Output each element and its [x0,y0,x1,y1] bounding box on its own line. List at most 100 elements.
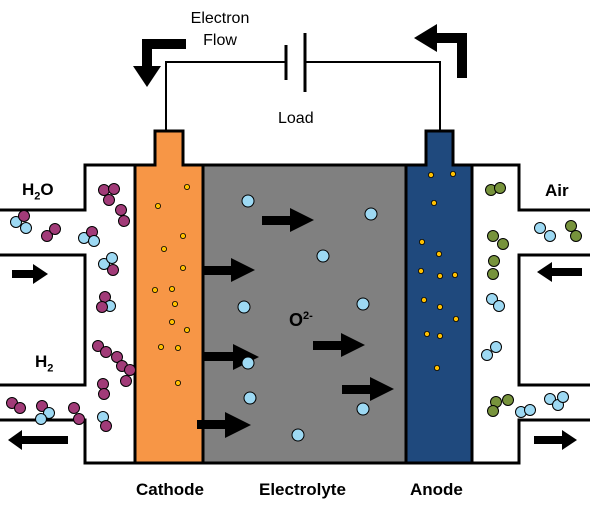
gas-molecule-atom [100,346,112,358]
gas-molecule-atom [120,375,132,387]
electron-dot [168,318,175,325]
h2o-label-base: H [22,180,35,199]
gas-molecule-atom [73,413,85,425]
gas-molecule-atom [557,391,569,403]
particle-layer [6,170,582,442]
gas-molecule-atom [565,220,577,232]
oxide-ion-particle [241,356,255,370]
electron-dot [183,183,190,190]
electron-dot [435,250,442,257]
cathode-layer [133,129,205,465]
electron-dot [449,170,456,177]
gas-molecule-atom [108,183,120,195]
h2o-label-tail: O [40,180,54,199]
gas-molecule-atom [103,194,115,206]
gas-molecule-atom [534,222,546,234]
electron-dot [168,285,175,292]
gas-molecule-atom [497,238,509,250]
oxide-ion-particle [364,207,378,221]
electron-dot [171,300,178,307]
gas-molecule-atom [544,393,556,405]
electron-dot [157,343,164,350]
electron-dot [174,344,181,351]
electron-dot [452,315,459,322]
gas-molecule-atom [35,413,47,425]
oxide-ion-label: O2- [289,310,313,331]
electron-dot [179,264,186,271]
oxide-ion-particle [291,428,305,442]
gas-molecule-atom [96,301,108,313]
electron-flow-arrow-left [133,39,186,87]
gas-molecule-atom [41,230,53,242]
gas-molecule-atom [107,264,119,276]
gas-molecule-atom [100,420,112,432]
electron-dot [174,379,181,386]
gas-molecule-atom [43,407,55,419]
electron-flow-label-line2: Flow [203,32,237,49]
gas-molecule-atom [10,216,22,228]
gas-molecule-atom [502,394,514,406]
gas-molecule-atom [487,268,499,280]
electron-dot [436,272,443,279]
electron-dot [183,326,190,333]
electrolyte-label: Electrolyte [259,480,346,499]
gas-molecule-atom [481,349,493,361]
gas-molecule-atom [493,300,505,312]
gas-molecule-atom [118,215,130,227]
anode-label: Anode [410,480,463,499]
gas-molecule-atom [18,210,30,222]
electron-dot [427,171,434,178]
ion-arrow [342,377,394,401]
electron-flow-label-line1: Electron [190,10,250,27]
oxide-ion-particle [241,194,255,208]
gas-molecule-atom [494,182,506,194]
gas-molecule-atom [36,400,48,412]
gas-molecule-atom [488,255,500,267]
gas-molecule-atom [88,235,100,247]
h2-outlet-arrow [8,430,68,450]
gas-molecule-atom [92,340,104,352]
gas-molecule-atom [544,230,556,242]
ion-arrow [262,208,314,232]
oxide-ion-base: O [289,310,304,330]
gas-molecule-atom [115,204,127,216]
right-gas-chamber [472,163,590,465]
gas-molecule-atom [20,222,32,234]
h2-label-sub: 2 [47,362,54,375]
gas-molecule-atom [49,223,61,235]
gas-molecule-atom [487,230,499,242]
gas-molecule-atom [97,378,109,390]
gas-molecule-atom [68,402,80,414]
external-circuit-wire [165,61,441,131]
electron-dot [433,364,440,371]
oxide-ion-particle [316,249,330,263]
oxide-ion-sup: 2- [303,310,313,322]
electron-flow-arrow-right [414,24,467,78]
gas-molecule-atom [487,405,499,417]
electron-dot [418,238,425,245]
oxide-ion-particle [237,300,251,314]
gas-molecule-atom [490,341,502,353]
gas-molecule-atom [111,351,123,363]
gas-molecule-atom [98,184,110,196]
h2o-label-sub: 2 [34,190,41,203]
electron-dot [451,271,458,278]
electron-dot [430,199,437,206]
electron-flow-label: Electron Flow [185,8,255,52]
h2-label: H2 [35,352,53,374]
anode-layer [404,129,474,465]
gas-molecule-atom [14,402,26,414]
gas-molecule-atom [106,252,118,264]
electron-dot [417,267,424,274]
gas-molecule-atom [98,258,110,270]
ion-arrow [197,412,251,438]
air-inlet-arrow [537,262,582,282]
electron-dot [420,296,427,303]
electron-dot [436,303,443,310]
gas-molecule-atom [124,364,136,376]
gas-molecule-atom [98,388,110,400]
electron-dot [423,330,430,337]
gas-molecule-atom [524,404,536,416]
gas-molecule-atom [486,293,498,305]
